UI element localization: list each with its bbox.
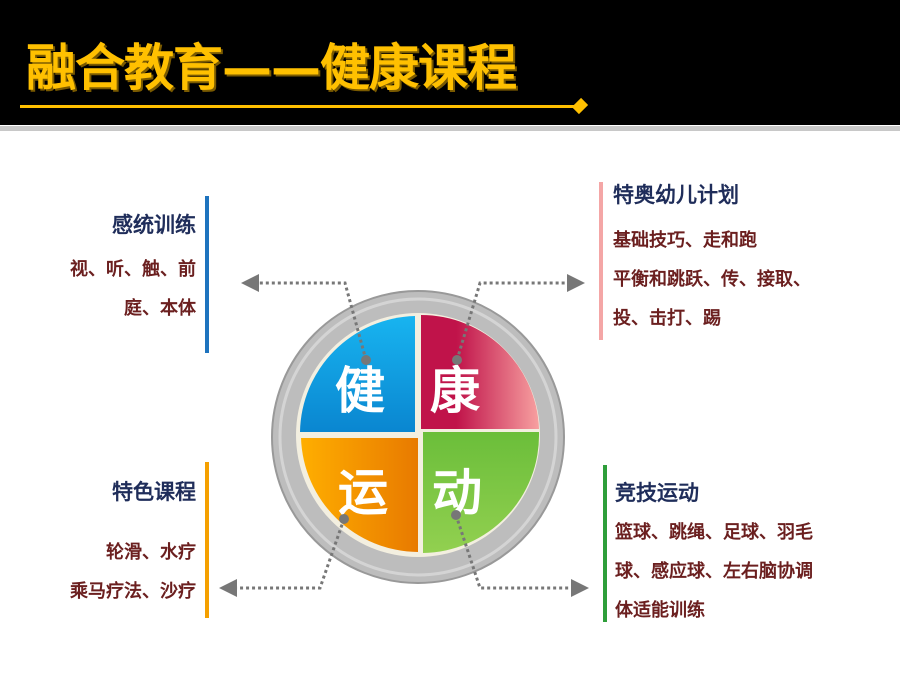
quadrant-bottom-left[interactable] bbox=[301, 438, 418, 552]
connector-top-left bbox=[241, 274, 368, 361]
connector-bottom-right bbox=[454, 514, 589, 597]
block-line: 庭、本体 bbox=[124, 298, 196, 319]
quadrant-label-kang: 康 bbox=[430, 362, 480, 420]
accent-bar-pink bbox=[599, 182, 603, 340]
block-sensory-training: 感统训练 视、听、触、前 庭、本体 bbox=[70, 205, 196, 328]
block-title: 特奥幼儿计划 bbox=[613, 183, 739, 207]
block-competitive-sports: 竞技运动 篮球、跳绳、足球、羽毛 球、感应球、左右脑协调 体适能训练 bbox=[615, 473, 813, 630]
header-divider bbox=[0, 126, 900, 131]
block-special-olympics: 特奥幼儿计划 基础技巧、走和跑 平衡和跳跃、传、接取、 投、击打、踢 bbox=[613, 175, 811, 338]
connector-top-right bbox=[455, 274, 585, 361]
quadrant-top-right[interactable] bbox=[421, 314, 539, 429]
block-line: 轮滑、水疗 bbox=[106, 542, 196, 563]
connector-dot bbox=[452, 355, 462, 365]
accent-bar-blue bbox=[205, 196, 209, 353]
connector-dot bbox=[361, 355, 371, 365]
block-title: 特色课程 bbox=[112, 480, 196, 504]
title-underline bbox=[20, 105, 580, 108]
accent-bar-orange bbox=[205, 462, 209, 618]
quadrant-top-left[interactable] bbox=[300, 316, 415, 432]
quadrant-label-jian: 健 bbox=[335, 362, 385, 420]
block-line: 乘马疗法、沙疗 bbox=[70, 581, 196, 602]
block-special-courses: 特色课程 轮滑、水疗 乘马疗法、沙疗 bbox=[70, 472, 196, 611]
block-title: 竞技运动 bbox=[615, 481, 699, 505]
block-line: 球、感应球、左右脑协调 bbox=[615, 561, 813, 582]
block-line: 基础技巧、走和跑 bbox=[613, 230, 757, 251]
block-line: 篮球、跳绳、足球、羽毛 bbox=[615, 522, 813, 543]
block-line: 视、听、触、前 bbox=[70, 259, 196, 280]
quadrant-bottom-right[interactable] bbox=[423, 432, 540, 553]
block-line: 平衡和跳跃、传、接取、 bbox=[613, 269, 811, 290]
quadrant-label-yun: 运 bbox=[338, 464, 388, 522]
connector-bottom-left bbox=[219, 518, 346, 597]
accent-bar-green bbox=[603, 465, 607, 622]
header-bar bbox=[0, 0, 900, 125]
connector-dot bbox=[451, 510, 461, 520]
connector-dot bbox=[339, 514, 349, 524]
block-line: 体适能训练 bbox=[615, 600, 705, 621]
page-title: 融合教育——健康课程 bbox=[26, 39, 517, 97]
block-title: 感统训练 bbox=[112, 213, 196, 237]
block-line: 投、击打、踢 bbox=[613, 308, 721, 329]
